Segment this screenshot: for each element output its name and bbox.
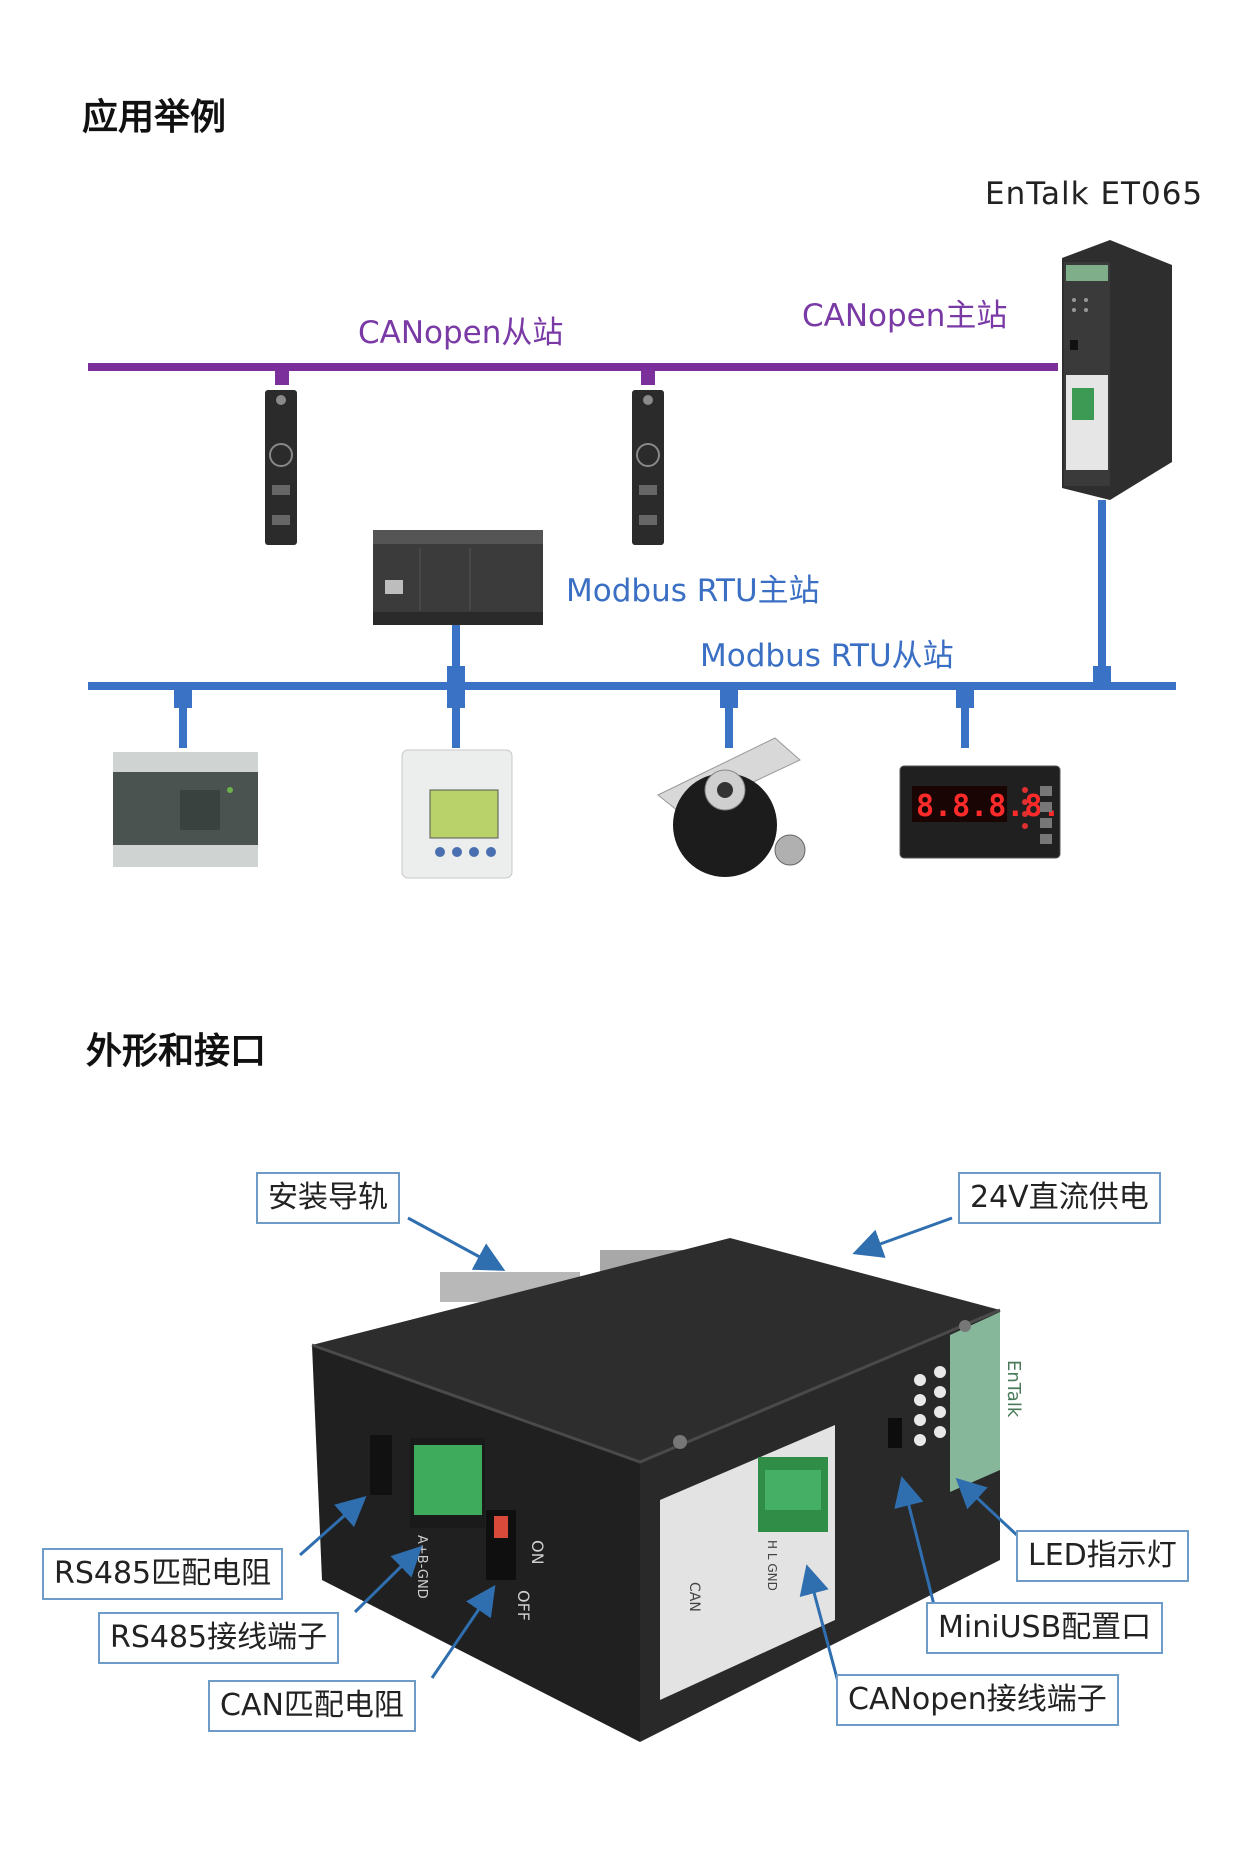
modbus-bus [88, 500, 1176, 748]
device-off-text: OFF [514, 1590, 533, 1621]
canopen-slave-label: CANopen从站 [358, 315, 564, 351]
modbus-master-plc [373, 530, 543, 625]
rs485-dip-switch [370, 1435, 392, 1495]
callout-rs485-terminal: RS485接线端子 [98, 1612, 340, 1664]
callout-canopen-terminal: CANopen接线端子 [836, 1674, 1119, 1726]
miniusb-port [888, 1418, 902, 1448]
section-title-example: 应用举例 [82, 97, 227, 138]
canopen-master-label: CANopen主站 [802, 298, 1008, 334]
section-title-appearance: 外形和接口 [86, 1031, 267, 1072]
gateway-device [1062, 240, 1172, 500]
device-can-pins-text: H L GND [765, 1540, 779, 1591]
callout-miniusb: MiniUSB配置口 [926, 1602, 1164, 1654]
callout-led: LED指示灯 [1016, 1530, 1189, 1582]
modbus-slave-relay [401, 749, 513, 879]
led-indicators [914, 1366, 946, 1446]
modbus-slave-label: Modbus RTU从站 [700, 638, 954, 674]
modbus-slave-meter: 8.8.8.8. [899, 765, 1061, 859]
device-model-label: EnTalk ET065 [985, 176, 1204, 212]
device-on-text: ON [528, 1540, 547, 1565]
callout-can-resistor: CAN匹配电阻 [208, 1680, 416, 1732]
callout-power: 24V直流供电 [958, 1172, 1161, 1224]
callout-rs485-resistor: RS485匹配电阻 [42, 1548, 284, 1600]
modbus-slave-encoder [657, 737, 806, 877]
callout-arrows [299, 1216, 1022, 1683]
canopen-slave-device-1 [265, 390, 297, 545]
device-brand-text: EnTalk [1003, 1360, 1024, 1418]
rs485-terminal-block [414, 1445, 482, 1515]
device-can-text: CAN [686, 1582, 702, 1612]
canopen-bus [88, 363, 1058, 385]
device-rs485-pins-text: A+B-GND [414, 1535, 429, 1599]
modbus-master-label: Modbus RTU主站 [566, 573, 820, 609]
callout-din-rail: 安装导轨 [256, 1172, 400, 1224]
svg-text:8.8.8.8.: 8.8.8.8. [916, 789, 1061, 824]
canopen-slave-device-2 [632, 390, 664, 545]
modbus-slave-plc [113, 752, 258, 867]
